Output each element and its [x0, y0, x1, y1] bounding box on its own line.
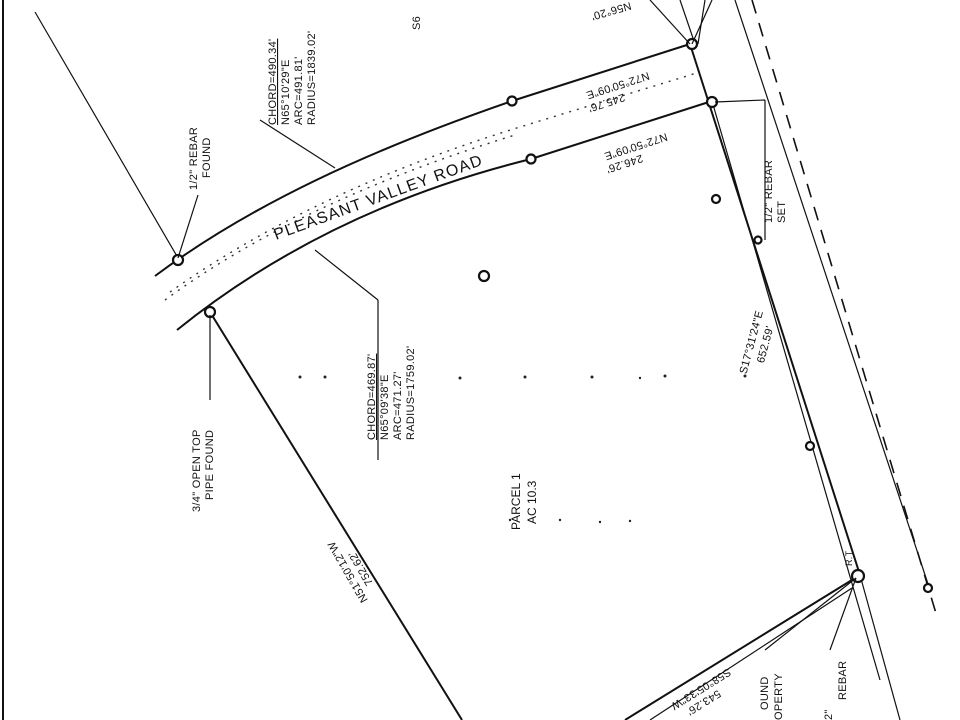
south-boundary-line-2 — [649, 587, 853, 720]
interior-mark — [477, 269, 491, 283]
south-line-call: S58°05'33"W 543.26' — [668, 665, 732, 717]
leader-rebar-found — [177, 194, 199, 259]
leader-se-rebar-2 — [829, 577, 857, 651]
east-line-mark-1 — [710, 193, 722, 205]
south-curve-radius: RADIUS=1759.02' — [405, 346, 417, 440]
road-edge-east — [734, 0, 931, 591]
east-boundary-line — [689, 43, 861, 576]
svg-text:2": 2" — [823, 709, 835, 720]
svg-text:OPERTY: OPERTY — [773, 673, 785, 720]
top-road-line — [679, 0, 696, 45]
north-curve-data: CHORD=490.34' N65°10'29"E ARC=491.81' RA… — [267, 31, 318, 125]
se-outer-monument — [922, 582, 934, 594]
south-boundary-line — [624, 574, 861, 720]
leader-se-rebar — [764, 577, 857, 651]
parcel-label: PARCEL 1 AC 10.3 — [509, 473, 539, 530]
leader-top-1 — [649, 0, 691, 45]
svg-text:1/2" REBAR: 1/2" REBAR — [763, 160, 775, 223]
found-property-label: OUND OPERTY — [759, 673, 785, 720]
leader-south-curve — [314, 249, 379, 301]
curve-point-north — [506, 95, 518, 107]
south-curve-arc: ARC=471.27' — [392, 371, 404, 440]
north-curve-bearing: N65°10'29"E — [280, 59, 292, 125]
interior-dots — [298, 374, 747, 524]
curve-point-south — [525, 153, 537, 165]
east-line-mark-2 — [804, 440, 816, 452]
north-curve-arc: ARC=491.81' — [293, 56, 305, 125]
south-curve-chord: CHORD=469.87' — [366, 354, 378, 440]
svg-text:FOUND: FOUND — [201, 137, 213, 178]
road-name-label: PLEASANT VALLEY ROAD — [272, 152, 486, 244]
parcel-area: AC 10.3 — [525, 480, 539, 524]
svg-text:REBAR: REBAR — [837, 661, 849, 700]
east-boundary-inner — [711, 100, 881, 681]
south-curve-data: CHORD=469.87' N65°09'38"E ARC=471.27' RA… — [366, 346, 417, 440]
svg-text:OUND: OUND — [759, 676, 771, 710]
south-curve-bearing: N65°09'38"E — [379, 374, 391, 440]
south-row-call: N72°50'09"E 246.26' — [603, 130, 669, 175]
leader-rebar-set — [714, 99, 766, 103]
east-line-mark-3 — [753, 235, 763, 245]
svg-text:SET: SET — [776, 201, 788, 223]
road-south-row-line — [176, 100, 713, 331]
rebar-set-label: 1/2" REBAR SET — [763, 160, 788, 223]
pipe-found-label: 3/4" OPEN TOP PIPE FOUND — [191, 429, 216, 512]
rebar-found-nw-monument — [171, 253, 185, 267]
svg-text:1/2" REBAR: 1/2" REBAR — [188, 127, 200, 190]
west-boundary-line — [209, 311, 463, 720]
road-edge-east-dashed — [751, 0, 939, 621]
top-partial-label: S6 — [411, 16, 423, 30]
leader-north-curve — [259, 119, 336, 169]
svg-text:PIPE FOUND: PIPE FOUND — [204, 430, 216, 500]
north-curve-radius: RADIUS=1839.02' — [306, 31, 318, 125]
rt-mark: R.T — [844, 550, 854, 566]
road-centerline — [169, 71, 701, 293]
nw-diagonal-line — [34, 11, 179, 259]
road-north-row-line — [154, 43, 691, 277]
rebar-found-label: 1/2" REBAR FOUND — [188, 127, 213, 190]
se-extension-line — [859, 574, 901, 720]
parcel-name: PARCEL 1 — [509, 473, 523, 530]
top-bearing-partial: N56°20' — [590, 0, 633, 22]
leader-top-2 — [691, 0, 713, 45]
east-line-call: S17°31'24"E 652.59' — [738, 309, 777, 375]
svg-text:3/4" OPEN TOP: 3/4" OPEN TOP — [191, 429, 203, 512]
north-curve-chord: CHORD=490.34' — [267, 39, 279, 125]
rebar-se-label: REBAR 2" — [823, 661, 849, 720]
